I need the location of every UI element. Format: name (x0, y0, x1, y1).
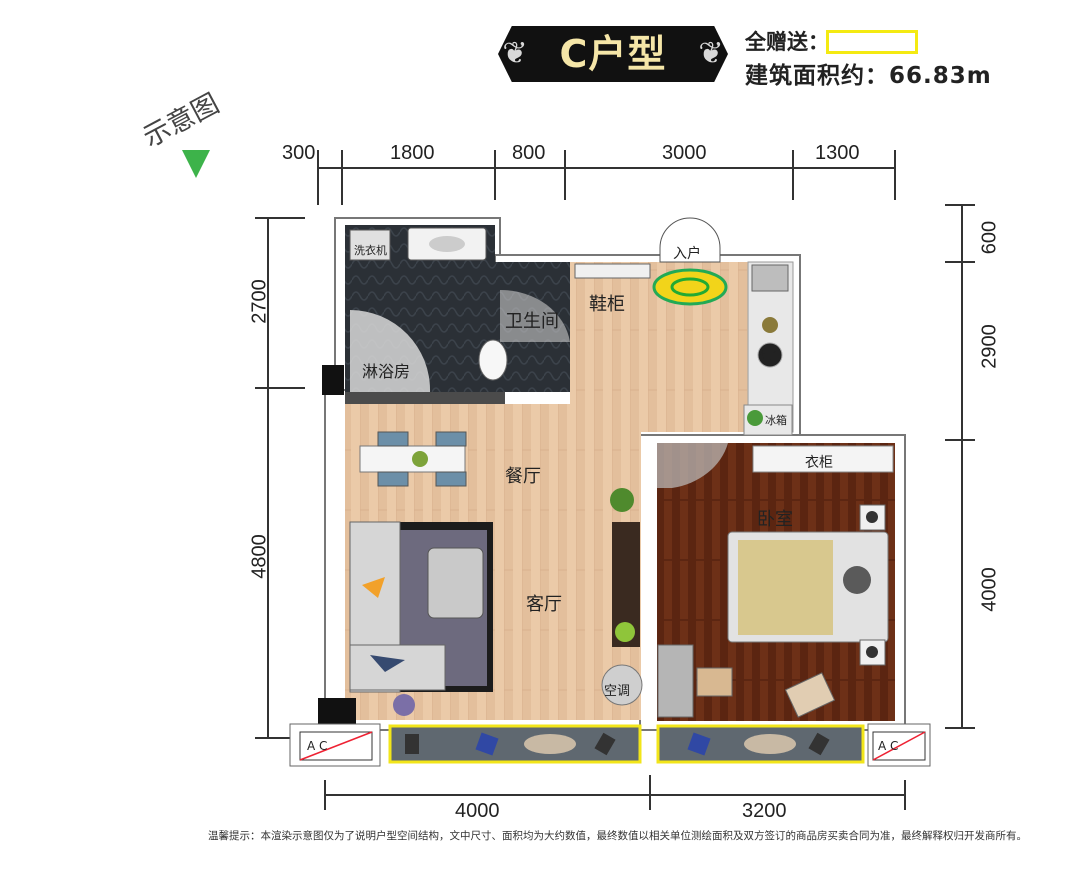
stove-icon (757, 342, 783, 368)
washer-label: 洗衣机 (354, 244, 387, 257)
bedroom-label: 卧室 (757, 509, 793, 530)
wardrobe-label: 衣柜 (805, 455, 833, 471)
kitchen-sink-icon (751, 264, 789, 292)
fridge-label: 冰箱 (765, 414, 787, 427)
dim-bottom-2: 3200 (742, 800, 787, 822)
bathroom-label: 卫生间 (505, 311, 559, 332)
bathroom-door-swing (500, 289, 570, 342)
plant-icon (393, 694, 415, 716)
unit-type-title: C户型 (559, 32, 667, 76)
ac-unit-right-label: A C (878, 739, 899, 753)
entrance-label: 入户 (673, 246, 701, 262)
shoe-cabinet-label: 鞋柜 (589, 294, 625, 315)
dim-top-2: 1800 (390, 142, 435, 164)
toilet-icon (478, 339, 508, 381)
tv-plant-icon (610, 488, 634, 512)
bed-blanket-icon (738, 540, 833, 635)
desk-chair-icon (696, 667, 733, 697)
balcony-rug-icon (524, 734, 576, 754)
ac-indoor-icon (601, 664, 643, 706)
shoe-cabinet (574, 263, 651, 279)
balcony-plant-icon (405, 734, 419, 754)
top-dimension-line (317, 150, 896, 205)
coffee-table-icon (427, 547, 484, 619)
ac-unit-left-label: A C (307, 739, 328, 753)
dim-right-3: 4000 (978, 567, 1001, 612)
dim-top-3: 800 (512, 142, 546, 164)
gift-value-box (826, 30, 918, 54)
right-dimension-line (945, 204, 975, 729)
entry-rug-icon (652, 268, 728, 306)
right-ornament-icon: ❦ (698, 36, 724, 71)
stove-label: 灶台 (760, 349, 782, 362)
gift-label: 全赠送： (745, 30, 829, 54)
dining-chair-icon (435, 431, 467, 447)
fridge-icon (743, 404, 793, 436)
left-ornament-icon: ❦ (502, 36, 528, 71)
kitchen-plant-icon (762, 317, 778, 333)
entry-door (659, 217, 721, 263)
dim-top-5: 1300 (815, 142, 860, 164)
unit-type-badge: ❦ ❦ C户型 (498, 26, 728, 82)
dim-right-1: 600 (978, 220, 1001, 255)
dining-chair-icon (377, 431, 409, 447)
dim-top-4: 3000 (662, 142, 707, 164)
balcony-chair-icon (475, 732, 499, 756)
dim-left-1: 2700 (248, 279, 271, 324)
ac-label: 空调 (604, 684, 631, 699)
dining-chair-icon (377, 471, 409, 487)
armchair-icon (784, 672, 836, 718)
cushion-icon (362, 577, 385, 598)
area-label: 建筑面积约：66.83m (745, 63, 992, 89)
living-label: 客厅 (526, 594, 562, 615)
dining-chair-icon (435, 471, 467, 487)
badge-background (498, 26, 728, 82)
dining-table-icon (359, 445, 466, 473)
disclaimer-footer: 温馨提示：本渲染示意图仅为了说明户型空间结构，文中尺寸、面积均为大约数值，最终数… (208, 830, 1027, 842)
dim-right-2: 2900 (978, 324, 1001, 369)
shower-icon (350, 310, 431, 392)
washer-icon (349, 229, 391, 261)
bathroom-partition (345, 392, 505, 404)
wardrobe (752, 445, 894, 473)
wall-column (322, 365, 344, 395)
dim-bottom-1: 4000 (455, 800, 500, 822)
cushion-icon (370, 655, 405, 672)
bedroom-door-swing (657, 443, 728, 488)
bottom-dimension-line (324, 775, 906, 810)
dim-top-1: 300 (282, 142, 316, 164)
desk-icon (657, 644, 694, 718)
shower-label: 淋浴房 (362, 362, 411, 381)
dining-label: 餐厅 (505, 466, 541, 487)
dim-left-2: 4800 (248, 534, 271, 579)
